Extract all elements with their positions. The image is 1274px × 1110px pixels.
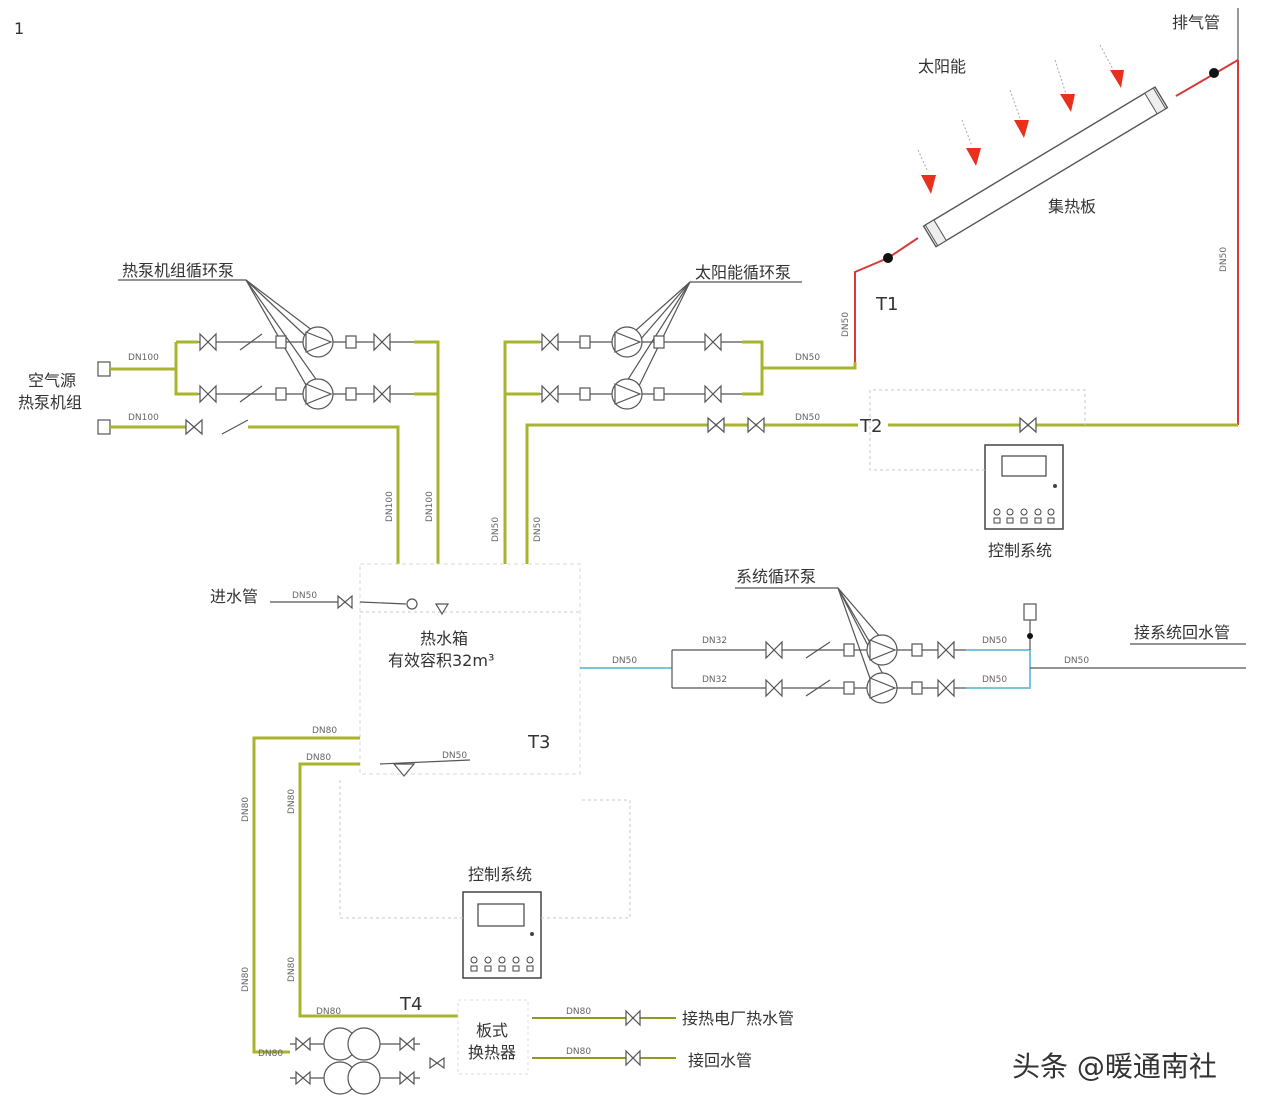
hp-pump-row-1 bbox=[198, 326, 414, 358]
dn-label-return: DN80 bbox=[566, 1047, 591, 1057]
air-source-heat-pump: 空气源 热泵机组 bbox=[18, 361, 111, 435]
return-pipe-label: 接回水管 bbox=[688, 1051, 752, 1070]
control-panel-1 bbox=[984, 444, 1064, 530]
system-circ-pump-label: 系统循环泵 bbox=[736, 567, 816, 586]
dn-label-b9: DN50 bbox=[442, 751, 467, 761]
sun-ray-arrows bbox=[917, 44, 1124, 194]
watermark: 头条 @暖通南社 bbox=[1012, 1050, 1217, 1083]
inlet-pipe-label: 进水管 bbox=[210, 587, 258, 606]
heat-pump-circ-pump-label: 热泵机组循环泵 bbox=[122, 261, 234, 280]
hx-label-line1: 板式 bbox=[476, 1021, 508, 1040]
sensor-t3: T3 bbox=[527, 732, 550, 753]
tank-label: 热水箱 bbox=[420, 629, 468, 648]
dn-label-hp-v2: DN100 bbox=[425, 491, 435, 522]
dn-label-hp-v1: DN100 bbox=[385, 491, 395, 522]
dn-label-b3: DN80 bbox=[241, 797, 251, 822]
plate-heat-exchanger bbox=[457, 999, 529, 1075]
heat-pump-label-line2: 热泵机组 bbox=[18, 393, 82, 412]
hp-return-valves bbox=[185, 418, 249, 436]
heating-return-label: 接系统回水管 bbox=[1134, 623, 1230, 642]
exhaust-pipe-label: 排气管 bbox=[1172, 13, 1220, 32]
collector-label: 集热板 bbox=[1048, 197, 1096, 216]
hp-pump-row-2 bbox=[198, 378, 414, 410]
solar-label: 太阳能 bbox=[918, 57, 966, 76]
sensor-t2: T2 bbox=[859, 416, 882, 437]
dn-label-b7: DN80 bbox=[316, 1007, 341, 1017]
dn-label-sys-r3: DN50 bbox=[982, 636, 1007, 646]
control-panel-2 bbox=[462, 891, 542, 979]
dn-label-solar-return: DN50 bbox=[795, 413, 820, 423]
plant-hot-water-label: 接热电厂热水管 bbox=[682, 1009, 794, 1028]
dn-label-sys-r4: DN50 bbox=[982, 675, 1007, 685]
dn-label-plant: DN80 bbox=[566, 1007, 591, 1017]
sensor-t4: T4 bbox=[399, 994, 422, 1015]
dn-label-b4: DN80 bbox=[287, 789, 297, 814]
dn-label-v1: DN50 bbox=[491, 517, 501, 542]
system-pump-row-1 bbox=[764, 634, 966, 666]
dn-label-riser: DN50 bbox=[1219, 247, 1229, 272]
control-system-2-label: 控制系统 bbox=[468, 865, 532, 884]
solar-collector bbox=[922, 86, 1169, 248]
sensor-t1: T1 bbox=[875, 294, 898, 315]
dn-label-b6: DN80 bbox=[287, 957, 297, 982]
control-system-1-label: 控制系统 bbox=[988, 541, 1052, 560]
air-vent-bottom bbox=[883, 253, 893, 263]
dn-label-inlet: DN50 bbox=[292, 591, 317, 601]
solar-pump-row-1 bbox=[540, 326, 742, 358]
dn-label-sys-r1: DN32 bbox=[702, 636, 727, 646]
dn-label-solar-out: DN50 bbox=[795, 353, 820, 363]
dn-label-sys-out: DN50 bbox=[612, 656, 637, 666]
dn-label-b2: DN80 bbox=[306, 753, 331, 763]
solar-return-valves bbox=[707, 416, 1037, 434]
dn-label-sys-return: DN50 bbox=[1064, 656, 1089, 666]
system-pump-row-2 bbox=[764, 672, 966, 704]
dn-label-sys-r2: DN32 bbox=[702, 675, 727, 685]
bottom-pumps bbox=[290, 1027, 445, 1095]
solar-pump-row-2 bbox=[540, 378, 742, 410]
expansion-tank-icon bbox=[1023, 603, 1037, 650]
dn-label-b8: DN80 bbox=[258, 1049, 283, 1059]
dn-label-v2: DN50 bbox=[533, 517, 543, 542]
hx-label-line2: 换热器 bbox=[468, 1043, 516, 1062]
tank-volume-label: 有效容积32m³ bbox=[388, 651, 494, 670]
dn-label-t1: DN50 bbox=[841, 312, 851, 337]
dn-label-b5: DN80 bbox=[241, 967, 251, 992]
dn-label-b1: DN80 bbox=[312, 726, 337, 736]
dn-label-hp-return: DN100 bbox=[128, 413, 159, 423]
page-number: 1 bbox=[14, 19, 24, 38]
solar-circ-pump-label: 太阳能循环泵 bbox=[695, 263, 791, 282]
heat-pump-label-line1: 空气源 bbox=[28, 371, 76, 390]
dn-label-hp-out: DN100 bbox=[128, 353, 159, 363]
air-vent-top bbox=[1209, 68, 1219, 78]
